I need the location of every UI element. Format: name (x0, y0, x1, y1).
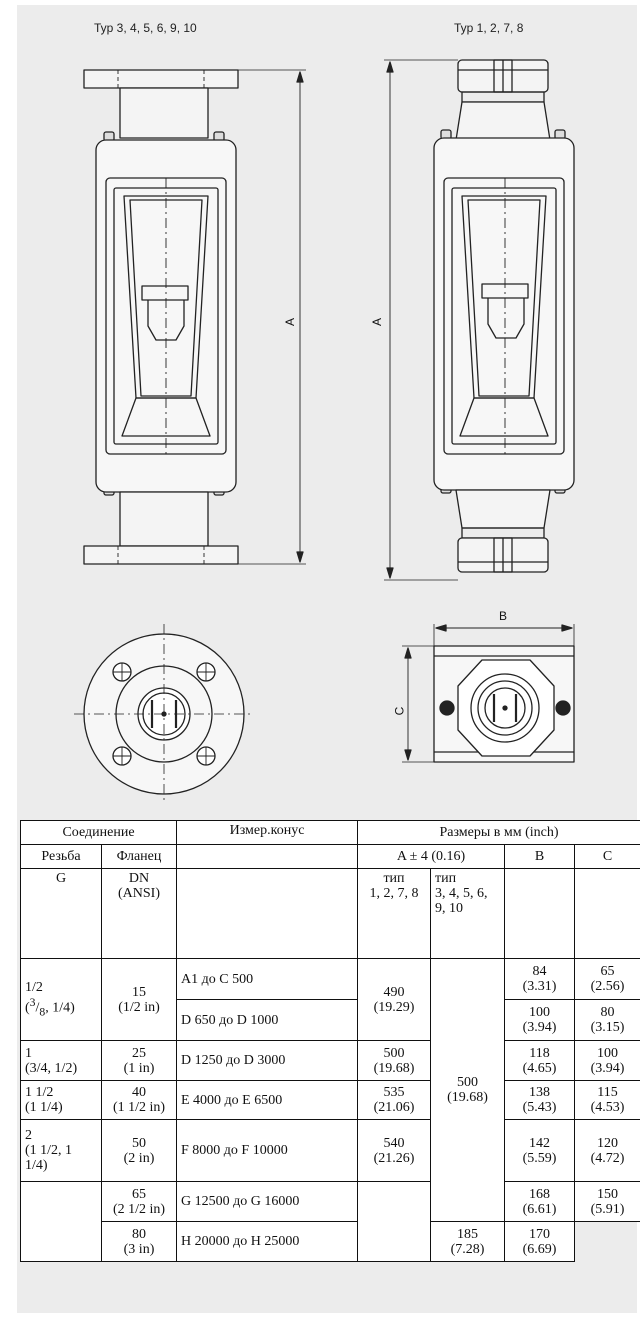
header-b: B (504, 844, 575, 869)
c-cell: 100(3.94) (573, 1040, 640, 1081)
thread-cell-empty (20, 1181, 102, 1262)
cone-cell: D 1250 до D 3000 (176, 1040, 358, 1081)
cone-cell: D 650 до D 1000 (176, 999, 358, 1041)
header-c-empty (573, 868, 640, 959)
right-type-label: Typ 1, 2, 7, 8 (454, 21, 524, 35)
header-cone: Измер.конус (176, 820, 358, 845)
b-cell: 168(6.61) (504, 1181, 575, 1222)
flange-cell: 50(2 in) (101, 1119, 177, 1182)
cone-cell: F 8000 до F 10000 (176, 1119, 358, 1182)
cone-cell: G 12500 до G 16000 (176, 1181, 358, 1222)
dimension-b-label: B (499, 609, 508, 623)
a-cell: 490(19.29) (357, 958, 431, 1041)
c-cell: 120(4.72) (573, 1119, 640, 1182)
b-cell: 84(3.31) (504, 958, 575, 1000)
flange-cell: 15(1/2 in) (101, 958, 177, 1041)
header-dimensions: Размеры в мм (inch) (356, 820, 640, 845)
table-row: 1 1/2(1 1/4) 40(1 1/2 in) E 4000 до E 65… (20, 1080, 640, 1120)
dimensions-table: Соединение Измер.конус Размеры в мм (inc… (20, 820, 640, 1262)
c-cell: 65(2.56) (573, 958, 640, 1000)
a-cell: 540(21.26) (357, 1119, 431, 1182)
cone-cell: A1 до C 500 (176, 958, 358, 1000)
header-dn: DN(ANSI) (101, 868, 177, 959)
table-row: 65(2 1/2 in) G 12500 до G 16000 168(6.61… (20, 1181, 640, 1262)
housing-end-view (402, 624, 575, 763)
flange-end-view (74, 624, 254, 804)
flange-cell: 40(1 1/2 in) (101, 1080, 177, 1120)
header-cone-empty (176, 868, 358, 959)
header-thread: Резьба (20, 844, 102, 869)
table-subheader-row: Резьба Фланец A ± 4 (0.16) B C (20, 844, 640, 869)
thread-cell: 1 1/2(1 1/4) (20, 1080, 102, 1120)
thread-cell: 1/2(3/8, 1/4) (20, 958, 102, 1041)
flange-cell: 65(2 1/2 in) (101, 1181, 177, 1222)
technical-drawing (74, 59, 575, 804)
flange-cell: 80(3 in) (101, 1221, 177, 1262)
header-a: A ± 4 (0.16) (357, 844, 505, 869)
threaded-flowmeter-side-view (384, 59, 575, 581)
c-cell: 150(5.91) (573, 1181, 640, 1222)
table-row: 1/2(3/8, 1/4) 15(1/2 in) A1 до C 500 490… (20, 958, 640, 1222)
table-header-row: Соединение Измер.конус Размеры в мм (inc… (20, 820, 640, 845)
header-g: G (20, 868, 102, 959)
header-c: C (573, 844, 640, 869)
cone-cell: H 20000 до H 25000 (176, 1221, 358, 1262)
header-flange: Фланец (101, 844, 177, 869)
left-type-label: Typ 3, 4, 5, 6, 9, 10 (94, 21, 197, 35)
header-connection: Соединение (20, 820, 177, 845)
table-row: D 650 до D 1000 100(3.94) 80(3.15) (21, 999, 640, 1041)
c-cell: 115(4.53) (573, 1080, 640, 1120)
table-row: 1(3/4, 1/2) 25(1 in) D 1250 до D 3000 50… (20, 1040, 640, 1081)
a-flanged-cell: 500(19.68) (430, 958, 505, 1222)
dimension-a-label-left: A (283, 317, 298, 327)
b-cell: 142(5.59) (504, 1119, 575, 1182)
table-row: 80(3 in) H 20000 до H 25000 185(7.28) 17… (21, 1221, 640, 1262)
a-cell-empty (357, 1181, 431, 1262)
dimension-a-label-right: A (370, 317, 385, 327)
header-empty (176, 844, 358, 869)
b-cell: 100(3.94) (504, 999, 575, 1041)
b-cell: 138(5.43) (504, 1080, 575, 1120)
header-b-empty (504, 868, 575, 959)
thread-cell: 1(3/4, 1/2) (20, 1040, 102, 1081)
flanged-flowmeter-side-view (83, 69, 306, 565)
b-cell: 185(7.28) (430, 1221, 505, 1262)
b-cell: 118(4.65) (504, 1040, 575, 1081)
dimension-c-label: C (392, 706, 407, 716)
c-cell: 170(6.69) (504, 1221, 575, 1262)
cone-cell: E 4000 до E 6500 (176, 1080, 358, 1120)
a-cell: 535(21.06) (357, 1080, 431, 1120)
c-cell: 80(3.15) (573, 999, 640, 1041)
flange-cell: 25(1 in) (101, 1040, 177, 1081)
a-cell: 500(19.68) (357, 1040, 431, 1081)
